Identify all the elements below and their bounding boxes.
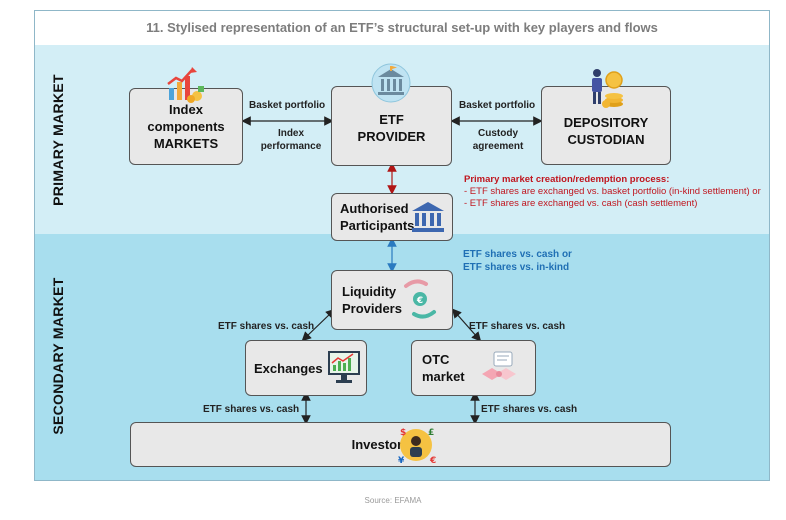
- lp-otc-label: ETF shares vs. cash: [469, 321, 566, 332]
- custody-agreement-line1: Custody: [478, 128, 518, 139]
- etf-provider-line1: ETF: [379, 112, 404, 127]
- otc-investors-label: ETF shares vs. cash: [481, 404, 578, 415]
- index-components-line2: components: [147, 119, 225, 134]
- primary-process-line2: - ETF shares are exchanged vs. cash (cas…: [464, 198, 698, 209]
- lp-line2: Providers: [342, 301, 402, 316]
- source-note: Source: EFAMA: [364, 496, 422, 505]
- depository-line1: DEPOSITORY: [563, 114, 649, 130]
- lp-exchanges-label: ETF shares vs. cash: [218, 321, 315, 332]
- index-components-box: Index components MARKETS: [129, 88, 243, 165]
- bank-building-icon: [371, 63, 411, 103]
- ap-line2: Participants: [340, 218, 415, 233]
- primary-process-heading: Primary market creation/redemption proce…: [464, 174, 670, 185]
- handshake-icon: [482, 351, 516, 380]
- lp-exchanges-arrow: [301, 308, 336, 342]
- investors-label: Investors: [351, 437, 410, 452]
- lp-otc-arrow: [451, 308, 482, 342]
- investors-box: Investors: [130, 422, 671, 467]
- investor-currency-icon: $ £ ¥ €: [398, 428, 436, 466]
- index-components-line3: MARKETS: [153, 136, 219, 151]
- primary-process-text: Primary market creation/redemption proce…: [464, 174, 764, 210]
- svg-text:¥: ¥: [398, 456, 405, 466]
- index-performance-line1: Index: [277, 128, 305, 139]
- basket-portfolio-left-label: Basket portfolio: [249, 100, 326, 111]
- chart-growth-icon: [167, 67, 204, 103]
- svg-text:$: $: [400, 428, 406, 438]
- primary-process-line1: - ETF shares are exchanged vs. basket po…: [464, 186, 761, 197]
- ap-lp-flow-line2: ETF shares vs. in-kind: [463, 262, 570, 273]
- otc-line2: market: [422, 369, 465, 384]
- etf-provider-line2: PROVIDER: [357, 129, 426, 144]
- index-components-line1: Index: [169, 102, 203, 117]
- depository-line2: CUSTODIAN: [567, 131, 645, 147]
- figure-title: 11. Stylised representation of an ETF’s …: [146, 20, 658, 35]
- otc-line1: OTC: [422, 352, 450, 367]
- custody-agreement-line2: agreement: [472, 141, 524, 152]
- lp-line1: Liquidity: [342, 284, 397, 299]
- basket-portfolio-right-label: Basket portfolio: [459, 100, 536, 111]
- monitor-chart-icon: [328, 351, 360, 383]
- otc-market-box: OTC market: [411, 340, 536, 396]
- person-coins-icon: [592, 69, 623, 108]
- custody-agreement-label: Custody agreement: [463, 127, 533, 153]
- ap-lp-flow-line1: ETF shares vs. cash or: [463, 249, 572, 260]
- exchanges-label: Exchanges: [254, 360, 323, 376]
- svg-text:£: £: [428, 428, 434, 438]
- liquidity-providers-box: Liquidity Providers: [331, 270, 453, 330]
- svg-text:€: €: [429, 456, 436, 466]
- money-exchange-icon: €: [404, 279, 436, 319]
- institution-icon: [412, 202, 444, 232]
- index-performance-label: Index performance: [253, 127, 329, 153]
- svg-text:€: €: [416, 296, 423, 306]
- index-performance-line2: performance: [260, 141, 322, 152]
- ap-lp-flow-text: ETF shares vs. cash or ETF shares vs. in…: [463, 248, 572, 274]
- exchanges-investors-label: ETF shares vs. cash: [203, 404, 300, 415]
- ap-line1: Authorised: [340, 201, 409, 216]
